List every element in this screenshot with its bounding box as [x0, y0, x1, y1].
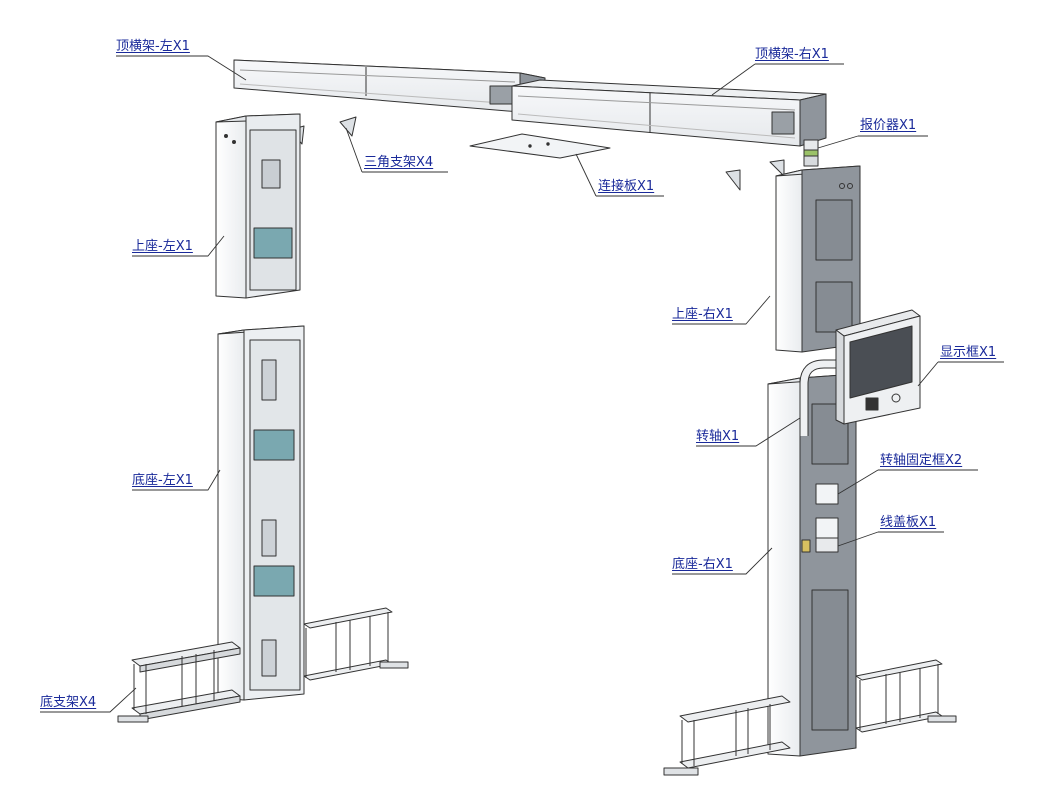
label-shaft-fixing-frame: 转轴固定框X2	[880, 453, 963, 468]
base-bracket-right-back	[855, 659, 957, 733]
connecting-plate	[469, 133, 611, 159]
label-triangle-bracket: 三角支架X4	[364, 155, 434, 170]
label-base-bracket: 底支架X4	[40, 695, 97, 710]
label-wire-cover-plate: 线盖板X1	[880, 515, 937, 530]
leader-lines	[40, 55, 1004, 713]
label-upper-seat-left: 上座-左X1	[132, 239, 193, 254]
top-beam-right	[511, 79, 827, 147]
label-connecting-plate: 连接板X1	[598, 179, 655, 194]
label-top-beam-right: 顶横架-右X1	[755, 47, 829, 62]
label-display-frame: 显示框X1	[940, 345, 997, 360]
base-bracket-left-front	[117, 641, 241, 723]
top-beam-left	[233, 59, 546, 113]
base-bracket-left-back	[303, 607, 409, 681]
display-frame	[835, 309, 921, 425]
base-right	[767, 373, 857, 757]
label-price-announcer: 报价器X1	[860, 118, 917, 133]
label-top-beam-left: 顶横架-左X1	[116, 39, 190, 54]
label-upper-seat-right: 上座-右X1	[672, 307, 733, 322]
upper-seat-left	[215, 113, 301, 299]
label-base-left: 底座-左X1	[132, 473, 193, 488]
shaft-fixing-frame-2	[815, 517, 839, 539]
shaft-fixing-frame-1	[815, 483, 839, 505]
label-rotating-shaft: 转轴X1	[696, 429, 740, 444]
base-left	[217, 325, 305, 701]
triangle-bracket-3	[725, 169, 741, 191]
price-announcer	[803, 139, 819, 167]
base-bracket-right-front	[663, 695, 791, 776]
wire-cover-plate	[801, 537, 839, 553]
label-base-right: 底座-右X1	[672, 557, 733, 572]
triangle-bracket-4	[769, 159, 785, 177]
upper-seat-right	[775, 165, 861, 353]
rotating-shaft	[799, 359, 842, 436]
